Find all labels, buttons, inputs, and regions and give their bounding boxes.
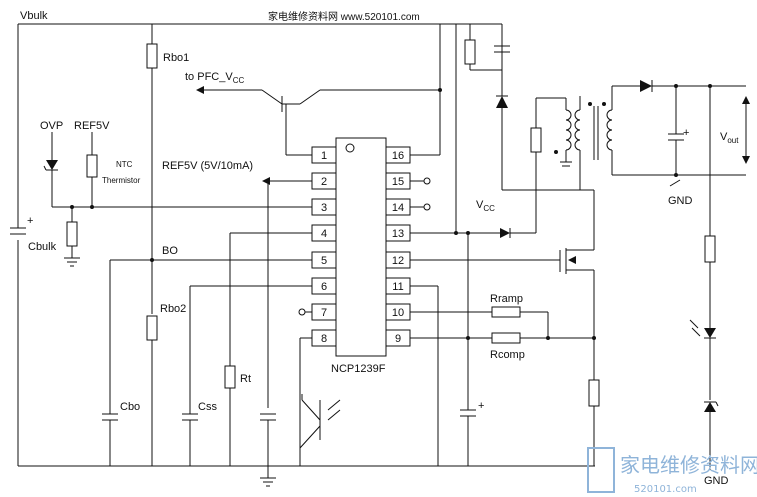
bo-network [102,259,312,466]
ovp-ntc-network [43,132,312,267]
plus-out: + [683,127,689,139]
pin-13: 13 [392,228,404,240]
ic-body [335,137,387,357]
pin7-open [298,308,312,316]
ovp-label: OVP [40,120,63,132]
pfc-transistor [196,86,440,156]
pin-4: 4 [321,228,327,240]
thermistor-label: Thermistor [102,176,141,185]
optocoupler [299,337,341,466]
pin-14: 14 [392,202,404,214]
ic-name: NCP1239F [331,363,386,375]
watermark-logo: 家电维修资料网 520101.com [587,447,757,495]
cbulk-label: Cbulk [28,241,57,253]
pin-12: 12 [392,255,404,267]
ref5v-label: REF5V [74,120,110,132]
ref5v-note-label: REF5V (5V/10mA) [162,160,253,172]
pin-8: 8 [321,333,327,345]
pin-7: 7 [321,307,327,319]
clamp-network [440,23,594,191]
pin-2: 2 [321,176,327,188]
mosfet [559,190,600,466]
ic-right-pins: 16 15 14 13 12 11 10 9 [385,146,411,347]
vcc-label: VCC [476,199,495,213]
cbo-label: Cbo [120,401,140,413]
rbo1-label: Rbo1 [163,52,189,64]
pin-1: 1 [321,150,327,162]
right-pin-wiring [410,24,594,466]
gnd-label-2: GND [704,475,729,487]
pin-9: 9 [395,333,401,345]
rt-resistor [224,232,312,466]
ref-cap [260,413,276,487]
pin-6: 6 [321,281,327,293]
transformer [530,86,613,190]
vbulk-label: Vbulk [20,10,48,22]
cbulk-capacitor: + [10,215,33,235]
top-bus-wire [17,23,595,467]
gnd-label-1: GND [668,195,693,207]
pin-5: 5 [321,255,327,267]
ic-left-pins: 1 2 3 4 5 6 7 8 [311,146,337,347]
rcomp-label: Rcomp [490,349,525,361]
css-label: Css [198,401,217,413]
bo-label: BO [162,245,178,257]
pin-16: 16 [392,150,404,162]
to-pfc-label: to PFC_VCC [185,71,244,85]
rbo-column [146,24,158,466]
pin-15: 15 [392,176,404,188]
css-network [182,285,312,466]
pin-10: 10 [392,307,404,319]
pin-3: 3 [321,202,327,214]
ic-pin1-marker [345,143,355,153]
watermark-logo-text: 家电维修资料网 [620,453,757,477]
watermark-logo-url: 520101.com [634,484,697,495]
svg-text:+: + [27,215,33,227]
vout-label: Vout [720,131,739,145]
pin-11: 11 [392,281,403,293]
secondary-output [612,80,750,470]
ntc-label: NTC [116,160,133,169]
rt-label: Rt [240,373,251,385]
ref5v-line [262,177,312,408]
plus-cap: + [478,400,484,412]
watermark-top: 家电维修资料网 www.520101.com [268,10,420,23]
rbo2-label: Rbo2 [160,303,186,315]
rramp-label: Rramp [490,293,523,305]
